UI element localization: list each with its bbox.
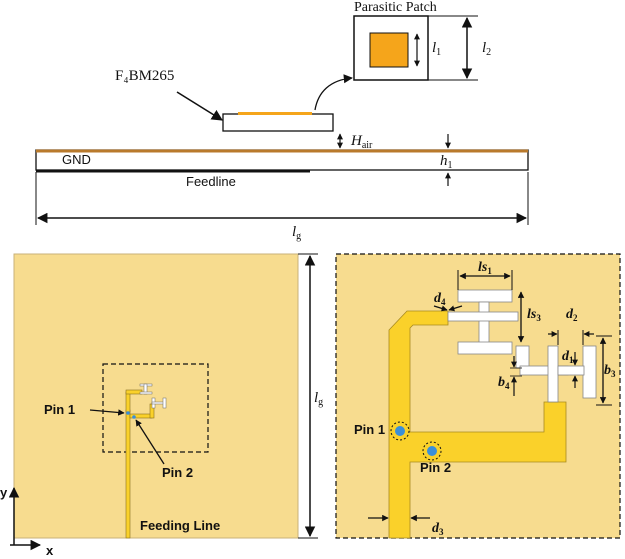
side-view: Parasitic Patch l1 l2 F₄BM265 Hair GND F… [35,0,529,242]
pin1-label-top: Pin 1 [44,402,75,417]
d4-label: d4 [434,291,446,307]
pin2-arrow-top [135,419,165,465]
gnd-label: GND [62,152,91,167]
d2-label: d2 [566,307,578,323]
l2-label: l2 [482,40,491,58]
detail-view: Pin 1 Pin 2 ls1 d4 ls3 d2 d1 b3 [335,253,621,539]
lg-label-side: lg [292,224,301,242]
ls1-label: ls1 [478,260,492,276]
pin1-label-detail: Pin 1 [354,422,385,437]
substrate-arrow [176,91,223,121]
zoom-box [102,363,209,453]
ls3-label: ls3 [527,307,541,323]
hair-label: Hair [350,133,373,151]
d3-label: d3 [432,521,444,537]
patch-callout-arrow [314,74,353,111]
feedline-label: Feedline [186,174,236,189]
pin1-arrow-top [89,409,125,416]
b3-label: b3 [604,363,616,379]
l1-label: l1 [432,40,441,58]
pin2-marker [422,441,442,461]
substrate-name: F₄BM265 [115,68,174,84]
parasitic-patch-title: Parasitic Patch [354,0,437,15]
pin2-label-detail: Pin 2 [420,460,451,475]
axis-x-label: x [46,543,54,558]
b4-label: b4 [498,375,510,391]
upper-slot [447,289,519,355]
upper-patch-layer [238,112,312,115]
top-view: Pin 1 Pin 2 Feeding Line lg y x [0,253,323,558]
right-slot [515,345,597,403]
upper-substrate [222,113,334,132]
parasitic-patch-square [369,32,409,68]
mini-feed-structure [125,383,167,539]
h1-label: h1 [440,153,453,171]
lower-substrate [35,149,529,171]
feeding-line-label: Feeding Line [140,518,220,533]
pin2-label-top: Pin 2 [162,465,193,480]
pin1-marker [390,421,410,441]
top-view-substrate [13,253,299,539]
lg-label-top: lg [314,390,323,408]
axis-y-label: y [0,485,8,500]
d1-label: d1 [562,349,574,365]
detail-feed-conductor [388,310,567,539]
